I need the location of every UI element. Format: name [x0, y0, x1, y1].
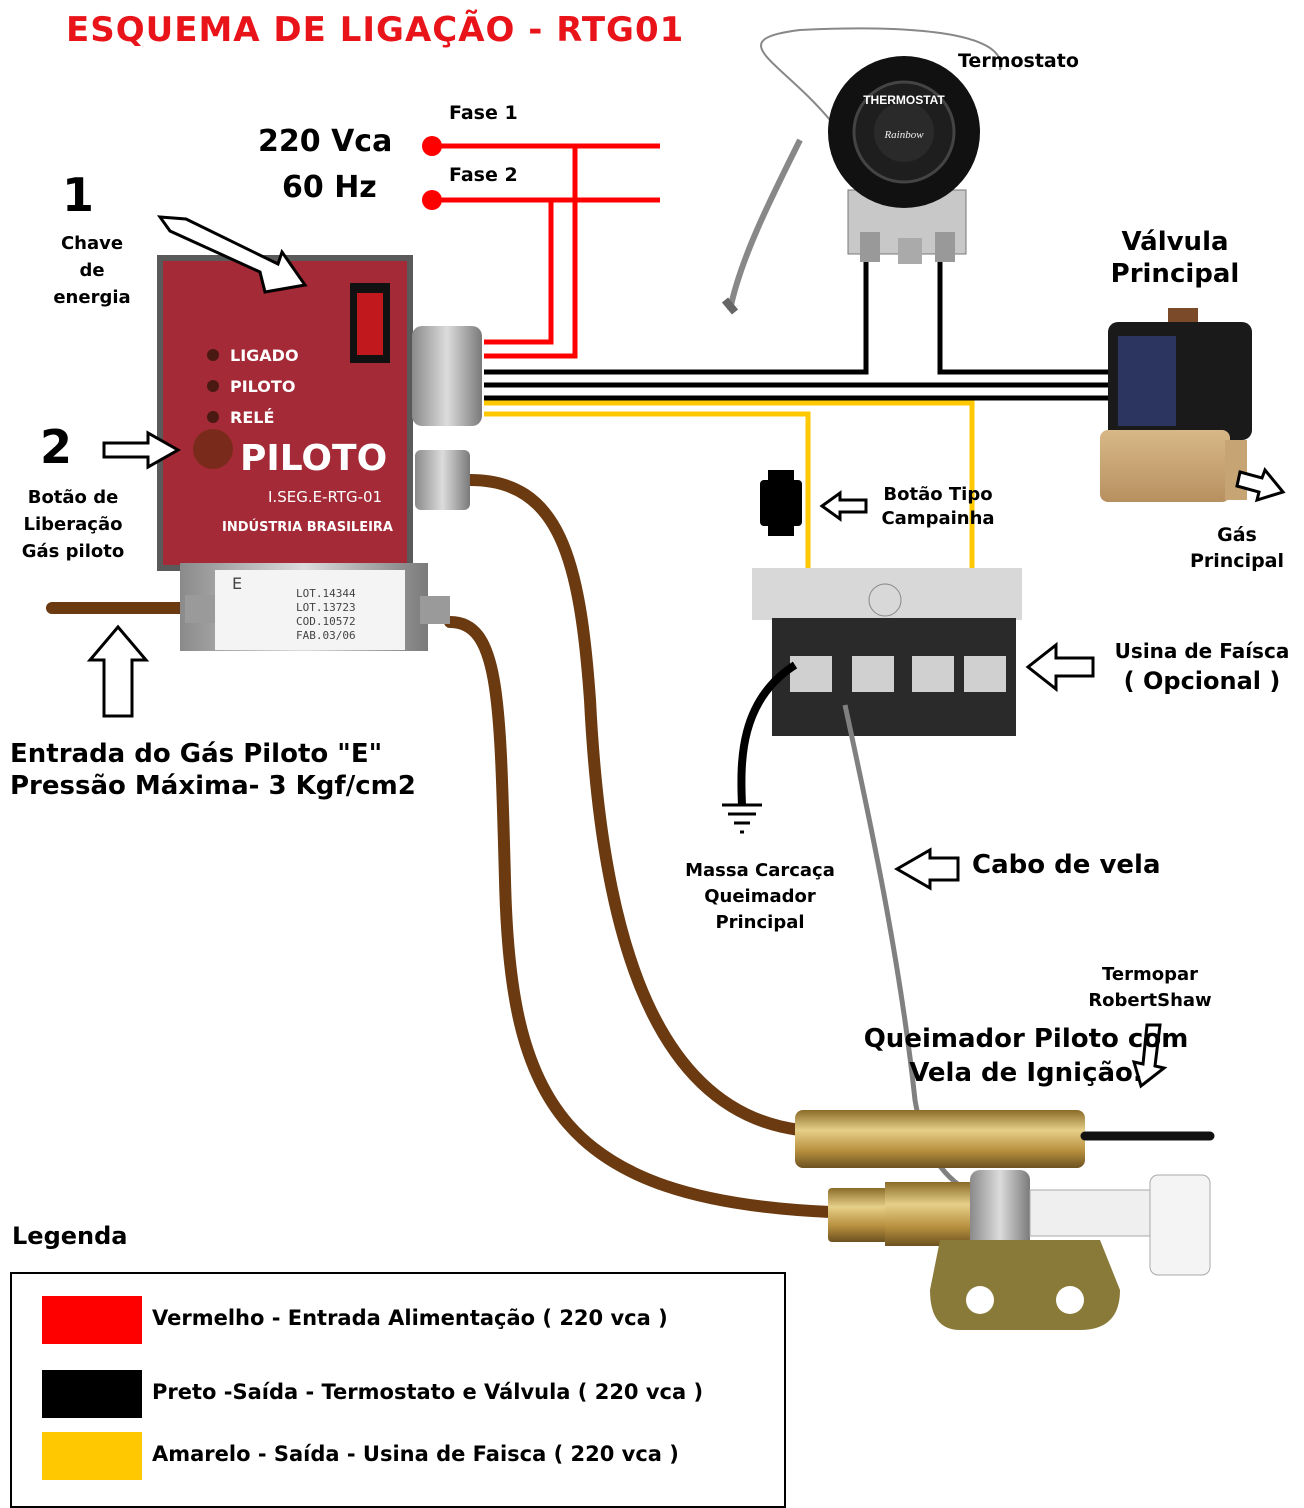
- push-button-arrow: [819, 490, 868, 522]
- main-gas-line1: Gás: [1217, 524, 1257, 546]
- page-title: ESQUEMA DE LIGAÇÃO - RTG01: [66, 10, 685, 50]
- main-gas-line2: Principal: [1189, 550, 1285, 572]
- step2-number: 2: [40, 420, 73, 474]
- device-brand: PILOTO: [240, 438, 388, 479]
- inlet-mark: E: [232, 574, 243, 593]
- spark-cable-arrow: [893, 847, 960, 891]
- thermostat-label: Termostato: [958, 50, 1079, 72]
- pilot-burner: [795, 1110, 1215, 1330]
- ground-line1: Massa Carcaça: [685, 860, 835, 881]
- burner-line1: Queimador Piloto com: [863, 1024, 1189, 1054]
- step1-number: 1: [62, 168, 95, 222]
- svg-text:THERMOSTAT: THERMOSTAT: [863, 93, 945, 107]
- step1-line3: energia: [53, 287, 131, 308]
- thermocouple-arrow: [1131, 1023, 1168, 1089]
- yellow-output-wires: [484, 400, 975, 620]
- spark-generator-line1: Usina de Faísca: [1114, 639, 1290, 663]
- push-button-label: Botão Tipo Campainha: [872, 483, 1004, 531]
- valve-line1: Válvula: [1121, 227, 1229, 257]
- legend-swatch-red: [42, 1296, 142, 1344]
- legend-title: Legenda: [12, 1222, 128, 1250]
- gas-inlet-line2: Pressão Máxima- 3 Kgf/cm2: [10, 771, 416, 801]
- power-switch-arrow: [156, 215, 308, 294]
- thermocouple-line1: Termopar: [1101, 964, 1198, 985]
- spark-generator-line2: ( Opcional ): [1123, 667, 1281, 695]
- legend-label-yellow: Amarelo - Saída - Usina de Faisca ( 220 …: [152, 1442, 679, 1466]
- spark-plug-cable: [842, 704, 986, 1203]
- led-ligado-label: LIGADO: [230, 346, 299, 365]
- release-button-arrow: [102, 430, 182, 470]
- phase1-terminal: [422, 136, 442, 156]
- svg-text:Rainbow: Rainbow: [883, 129, 924, 141]
- main-gas-arrow: [1235, 467, 1286, 503]
- push-button: [760, 470, 802, 536]
- spark-generator: [752, 568, 1022, 736]
- push-button-line2: Campainha: [881, 508, 995, 529]
- black-output-wires: [484, 248, 1125, 401]
- ground-line2: Queimador: [704, 886, 816, 907]
- frequency-label: 60 Hz: [282, 170, 377, 205]
- step2-line2: Liberação: [23, 514, 123, 535]
- legend-swatch-yellow: [42, 1432, 142, 1480]
- ground-label: Massa Carcaça Queimador Principal: [670, 858, 850, 936]
- burner-label: Queimador Piloto com Vela de Ignição.: [840, 1022, 1212, 1090]
- legend-label-black: Preto -Saída - Termostato e Válvula ( 22…: [152, 1380, 704, 1404]
- gas-tubes: [46, 474, 836, 1218]
- voltage-label: 220 Vca: [258, 124, 393, 159]
- control-device: [157, 255, 482, 651]
- legend-box: Vermelho - Entrada Alimentação ( 220 vca…: [10, 1272, 786, 1508]
- thermocouple-label: Termopar RobertShaw: [1072, 962, 1228, 1014]
- step2-label: Botão de Liberação Gás piloto: [10, 484, 136, 565]
- label-lot2: LOT.13723: [296, 601, 356, 614]
- label-lot1: LOT.14344: [296, 587, 356, 600]
- burner-line2: Vela de Ignição.: [909, 1058, 1143, 1088]
- spark-generator-arrow: [1025, 641, 1095, 693]
- device-model: I.SEG.E-RTG-01: [268, 488, 383, 506]
- ground-line3: Principal: [715, 912, 805, 933]
- phase2-terminal: [422, 190, 442, 210]
- step1-line1: Chave: [60, 233, 124, 254]
- valve-label: Válvula Principal: [1090, 226, 1260, 290]
- spark-cable-label: Cabo de vela: [972, 850, 1161, 880]
- led-piloto-label: PILOTO: [230, 377, 296, 396]
- step1-line2: de: [79, 260, 105, 281]
- device-origin: INDÚSTRIA BRASILEIRA: [222, 520, 393, 535]
- step1-label: Chave de energia: [30, 230, 154, 311]
- gas-inlet-line1: Entrada do Gás Piloto "E": [10, 739, 383, 769]
- main-valve: [1100, 308, 1252, 502]
- thermostat: THERMOSTAT Rainbow: [721, 27, 1002, 315]
- spark-generator-label: Usina de Faísca ( Opcional ): [1100, 636, 1304, 696]
- legend-swatch-black: [42, 1370, 142, 1418]
- red-supply-wires: [432, 143, 660, 359]
- arrows: [86, 215, 1286, 1089]
- label-fab: FAB.03/06: [296, 629, 356, 642]
- push-button-line1: Botão Tipo: [883, 484, 993, 505]
- valve-line2: Principal: [1110, 259, 1240, 289]
- phase2-label: Fase 2: [449, 164, 518, 186]
- step2-line3: Gás piloto: [21, 541, 125, 562]
- label-cod: COD.10572: [296, 615, 356, 628]
- legend-label-red: Vermelho - Entrada Alimentação ( 220 vca…: [152, 1306, 668, 1330]
- gas-inlet-arrow: [86, 624, 150, 718]
- phase1-label: Fase 1: [449, 102, 518, 124]
- main-gas-label: Gás Principal: [1170, 522, 1304, 574]
- led-rele-label: RELÉ: [230, 408, 275, 427]
- gas-inlet-label: Entrada do Gás Piloto "E" Pressão Máxima…: [10, 738, 416, 802]
- ground-symbol: [722, 661, 798, 834]
- thermocouple-line2: RobertShaw: [1088, 990, 1212, 1011]
- step2-line1: Botão de: [27, 487, 119, 508]
